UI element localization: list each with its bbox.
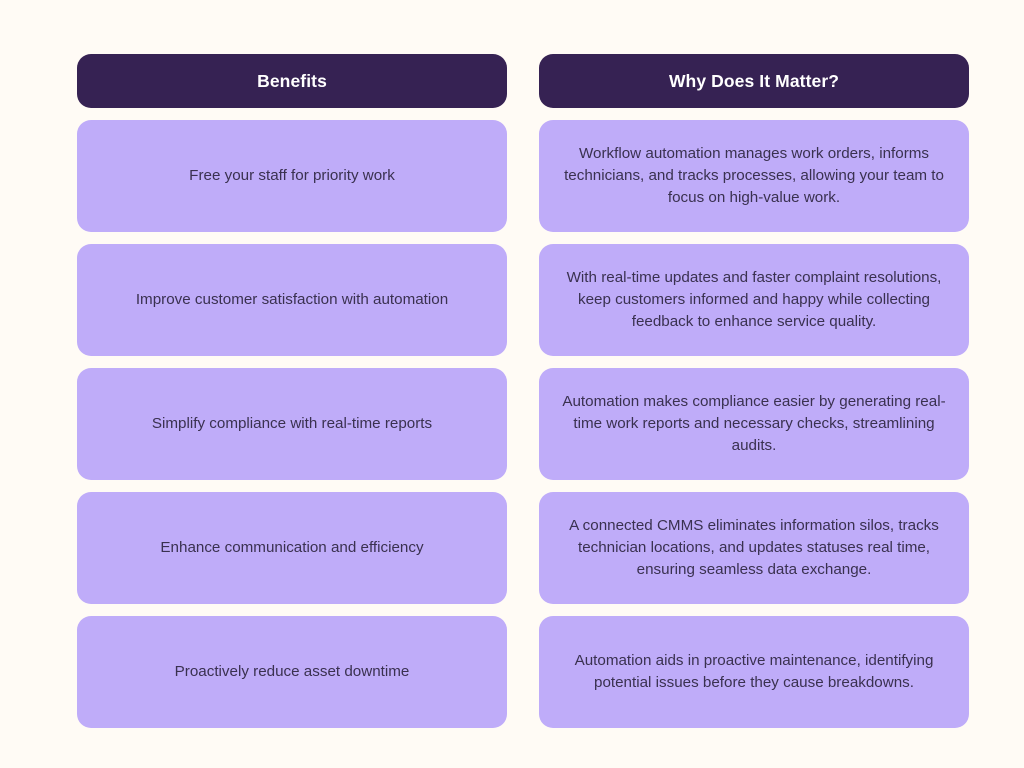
comparison-table: Benefits Free your staff for priority wo… [77, 54, 969, 728]
table-cell-why-2: With real-time updates and faster compla… [539, 244, 969, 356]
table-cell-benefit-4-text: Enhance communication and efficiency [160, 538, 424, 556]
table-cell-why-1: Workflow automation manages work orders,… [539, 120, 969, 232]
table-cell-why-1-text: Workflow automation manages work orders,… [564, 144, 944, 207]
table-cell-benefit-3: Simplify compliance with real-time repor… [77, 368, 507, 480]
table-cell-benefit-2-text: Improve customer satisfaction with autom… [135, 290, 449, 308]
column-header-why-does-it-matter-label: Why Does It Matter? [668, 70, 840, 91]
table-cell-why-4-text: A connected CMMS eliminates information … [569, 516, 939, 579]
table-cell-benefit-2: Improve customer satisfaction with autom… [77, 244, 507, 356]
table-cell-benefit-1: Free your staff for priority work [77, 120, 507, 232]
table-cell-benefit-1-text: Free your staff for priority work [189, 166, 395, 184]
column-why-does-it-matter: Why Does It Matter? Workflow automation … [539, 54, 969, 728]
table-cell-why-5-text: Automation aids in proactive maintenance… [574, 651, 934, 691]
column-benefits: Benefits Free your staff for priority wo… [77, 54, 507, 728]
column-header-benefits-label: Benefits [257, 70, 327, 91]
table-cell-why-3: Automation makes compliance easier by ge… [539, 368, 969, 480]
table-cell-benefit-4: Enhance communication and efficiency [77, 492, 507, 604]
table-cell-benefit-5-text: Proactively reduce asset downtime [174, 662, 410, 680]
table-cell-why-4: A connected CMMS eliminates information … [539, 492, 969, 604]
table-cell-benefit-3-text: Simplify compliance with real-time repor… [151, 414, 433, 432]
table-cell-why-2-text: With real-time updates and faster compla… [566, 268, 942, 331]
table-cell-why-5: Automation aids in proactive maintenance… [539, 616, 969, 728]
table-cell-benefit-5: Proactively reduce asset downtime [77, 616, 507, 728]
column-header-why-does-it-matter: Why Does It Matter? [539, 54, 969, 108]
table-cell-why-3-text: Automation makes compliance easier by ge… [562, 392, 946, 455]
column-header-benefits: Benefits [77, 54, 507, 108]
